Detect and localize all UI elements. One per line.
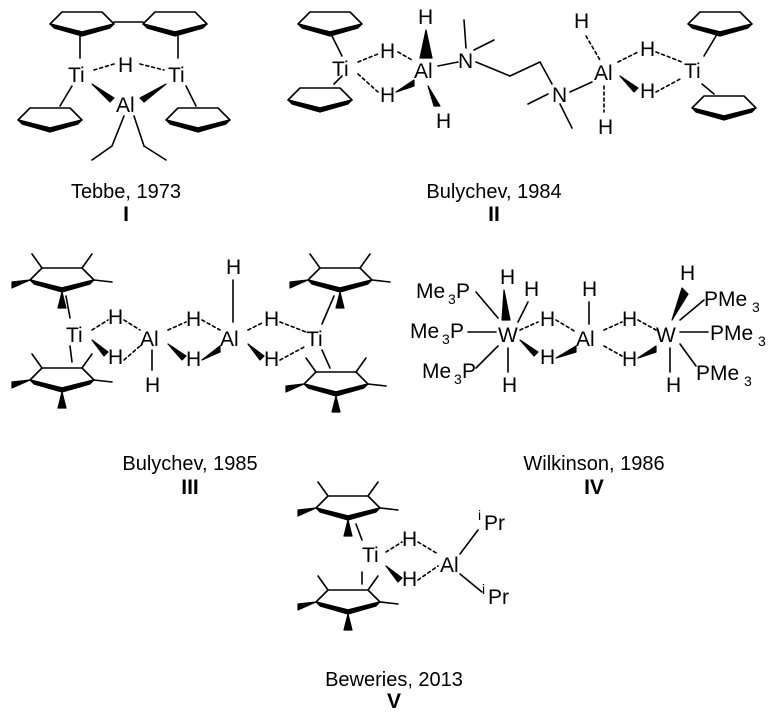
atom-h: H xyxy=(186,348,201,371)
label-compound-i: I xyxy=(123,203,129,226)
compound-bulychev-1984: Ti H H Al H H N N Al H H H H Ti xyxy=(287,6,757,226)
superscript-i: i xyxy=(482,581,485,597)
atom-h: H xyxy=(264,308,279,331)
compound-beweries-2013: Ti H H Al i Pr i Pr Beweries, 2013 V xyxy=(297,481,509,713)
atom-ti: Ti xyxy=(306,328,323,351)
label-compound-iii: III xyxy=(181,476,199,499)
atom-ti: Ti xyxy=(684,60,701,83)
atom-me: Me xyxy=(710,362,739,385)
atom-h: H xyxy=(145,374,160,397)
atom-me: Me xyxy=(410,320,439,343)
atom-al: Al xyxy=(440,554,459,577)
atom-ti: Ti xyxy=(66,324,83,347)
compound-tebbe: Ti Ti H Al Tebbe, 1973 I xyxy=(17,11,231,226)
atom-ti: Ti xyxy=(362,544,379,567)
caption-wilkinson-1986: Wilkinson, 1986 xyxy=(523,453,664,475)
atom-me: Me xyxy=(416,280,445,303)
atom-h: H xyxy=(582,278,597,301)
atom-me: Me xyxy=(718,288,747,311)
atom-h: H xyxy=(640,80,655,103)
label-compound-v: V xyxy=(387,690,401,713)
atom-h: H xyxy=(380,84,395,107)
atom-h: H xyxy=(108,346,123,369)
superscript-i: i xyxy=(478,507,481,523)
atom-n: N xyxy=(552,84,567,107)
atom-h: H xyxy=(118,54,133,77)
atom-h: H xyxy=(622,348,637,371)
compound-wilkinson-1986: Me 3 P Me 3 P Me 3 P W H H H H H Al H H … xyxy=(410,262,766,499)
atom-al: Al xyxy=(220,328,239,351)
subscript-3: 3 xyxy=(752,299,760,315)
atom-me: Me xyxy=(724,322,753,345)
atom-me: Me xyxy=(422,360,451,383)
atom-ti: Ti xyxy=(168,64,185,87)
subscript-3: 3 xyxy=(448,291,456,307)
label-compound-iv: IV xyxy=(584,476,604,499)
atom-ti: Ti xyxy=(332,58,349,81)
atom-h: H xyxy=(540,308,555,331)
atom-al: Al xyxy=(116,94,135,117)
caption-beweries-2013: Beweries, 2013 xyxy=(325,669,463,691)
atom-n: N xyxy=(458,50,473,73)
atom-pr: Pr xyxy=(484,512,505,535)
atom-h: H xyxy=(226,256,241,279)
atom-h: H xyxy=(680,262,695,285)
subscript-3: 3 xyxy=(758,333,766,349)
caption-tebbe: Tebbe, 1973 xyxy=(71,181,181,203)
subscript-3: 3 xyxy=(442,331,450,347)
atom-al: Al xyxy=(414,60,433,83)
subscript-3: 3 xyxy=(454,371,462,387)
atom-al: Al xyxy=(576,328,595,351)
atom-w: W xyxy=(656,324,676,347)
atom-h: H xyxy=(666,374,681,397)
atom-h: H xyxy=(186,308,201,331)
atom-p: P xyxy=(456,280,470,303)
atom-h: H xyxy=(622,308,637,331)
atom-p: P xyxy=(704,288,718,311)
atom-p: P xyxy=(450,320,464,343)
atom-h: H xyxy=(380,40,395,63)
atom-al: Al xyxy=(140,328,159,351)
atom-h: H xyxy=(264,348,279,371)
atom-w: W xyxy=(498,324,518,347)
atom-h: H xyxy=(418,6,433,29)
atom-h: H xyxy=(402,568,417,591)
atom-h: H xyxy=(500,266,515,289)
atom-h: H xyxy=(402,528,417,551)
atom-h: H xyxy=(540,346,555,369)
atom-h: H xyxy=(524,278,539,301)
atom-h: H xyxy=(640,38,655,61)
compound-bulychev-1985: Ti H H Al H H H Al H H H Ti Bulychev, 19… xyxy=(11,253,391,499)
atom-h: H xyxy=(598,116,613,139)
caption-bulychev-1985: Bulychev, 1985 xyxy=(122,453,257,475)
label-compound-ii: II xyxy=(488,203,500,226)
atom-pr: Pr xyxy=(488,586,509,609)
subscript-3: 3 xyxy=(744,373,752,389)
atom-p: P xyxy=(462,360,476,383)
atom-al: Al xyxy=(594,62,613,85)
caption-bulychev-1984: Bulychev, 1984 xyxy=(426,181,561,203)
atom-h: H xyxy=(108,306,123,329)
atom-h: H xyxy=(574,10,589,33)
atom-h: H xyxy=(436,110,451,133)
atom-p: P xyxy=(696,362,710,385)
atom-p: P xyxy=(710,322,724,345)
atom-ti: Ti xyxy=(68,64,85,87)
atom-h: H xyxy=(502,374,517,397)
